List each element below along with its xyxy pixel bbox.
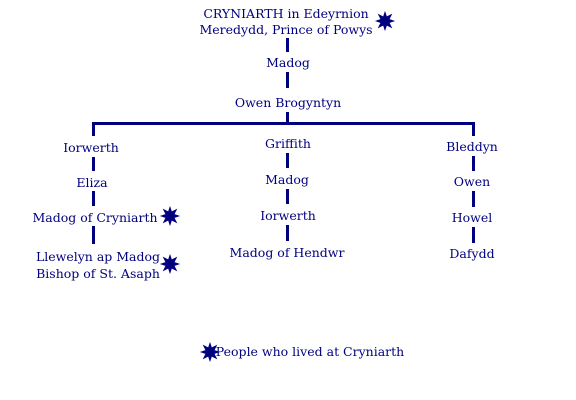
star-icon	[374, 10, 396, 32]
right-howel: Howel	[451, 210, 493, 225]
root-title: CRYNIARTH in Edeyrnion	[203, 6, 369, 21]
connector-line	[472, 156, 475, 171]
legend-label: People who lived at Cryniarth	[215, 344, 405, 359]
branch-bar	[92, 122, 475, 125]
connector-line	[286, 189, 289, 204]
connector-line	[92, 157, 95, 171]
left-bishop-of-st-asaph: Bishop of St. Asaph	[36, 266, 160, 281]
middle-iorwerth: Iorwerth	[260, 208, 316, 223]
star-icon	[199, 341, 221, 363]
middle-madog: Madog	[265, 172, 309, 187]
gen1-madog: Madog	[266, 55, 310, 70]
connector-line	[472, 227, 475, 243]
middle-griffith: Griffith	[265, 136, 311, 151]
connector-line	[286, 72, 289, 88]
connector-line	[92, 191, 95, 206]
left-iorwerth: Iorwerth	[63, 140, 119, 155]
connector-line	[286, 153, 289, 168]
right-dafydd: Dafydd	[449, 246, 495, 261]
right-bleddyn: Bleddyn	[446, 139, 498, 154]
connector-line	[286, 38, 289, 52]
connector-line	[472, 191, 475, 207]
gen2-owen-brogyntyn: Owen Brogyntyn	[234, 95, 342, 110]
right-owen: Owen	[453, 174, 491, 189]
star-icon	[159, 253, 181, 275]
connector-line	[92, 122, 95, 136]
connector-line	[286, 225, 289, 241]
left-eliza: Eliza	[76, 175, 108, 190]
root-subtitle: Meredydd, Prince of Powys	[199, 22, 373, 37]
middle-madog-of-hendwr: Madog of Hendwr	[229, 245, 345, 260]
connector-line	[286, 112, 289, 123]
left-madog-of-cryniarth: Madog of Cryniarth	[32, 210, 158, 225]
left-llewelyn-ap-madog: Llewelyn ap Madog	[35, 249, 161, 264]
connector-line	[472, 122, 475, 136]
connector-line	[92, 226, 95, 244]
star-icon	[159, 205, 181, 227]
